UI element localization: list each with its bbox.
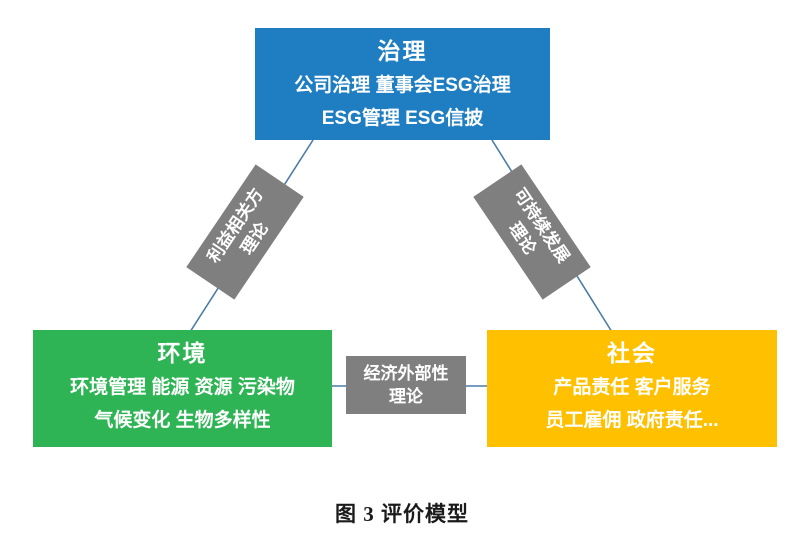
economic-externality-theory-line-2: 理论 xyxy=(389,387,423,406)
environment-detail-line-2: 气候变化 生物多样性 xyxy=(94,410,271,431)
society-detail-line-1: 产品责任 客户服务 xyxy=(553,377,711,398)
figure-caption: 图 3 评价模型 xyxy=(335,502,469,526)
governance-title: 治理 xyxy=(377,38,428,64)
environment-detail-line-1: 环境管理 能源 资源 污染物 xyxy=(70,377,295,398)
node-environment: 环境 环境管理 能源 资源 污染物 气候变化 生物多样性 xyxy=(33,330,332,447)
edge-label-economic-externality-theory: 经济外部性 理论 xyxy=(346,356,466,414)
economic-externality-theory-line-1: 经济外部性 xyxy=(363,364,449,383)
society-detail-line-2: 员工雇佣 政府责任... xyxy=(545,410,719,431)
node-society: 社会 产品责任 客户服务 员工雇佣 政府责任... xyxy=(487,330,777,447)
node-governance: 治理 公司治理 董事会ESG治理 ESG管理 ESG信披 xyxy=(255,28,550,140)
society-title: 社会 xyxy=(607,340,657,366)
governance-detail-line-1: 公司治理 董事会ESG治理 xyxy=(294,75,511,96)
governance-detail-line-2: ESG管理 ESG信披 xyxy=(321,108,484,129)
environment-title: 环境 xyxy=(157,340,208,366)
